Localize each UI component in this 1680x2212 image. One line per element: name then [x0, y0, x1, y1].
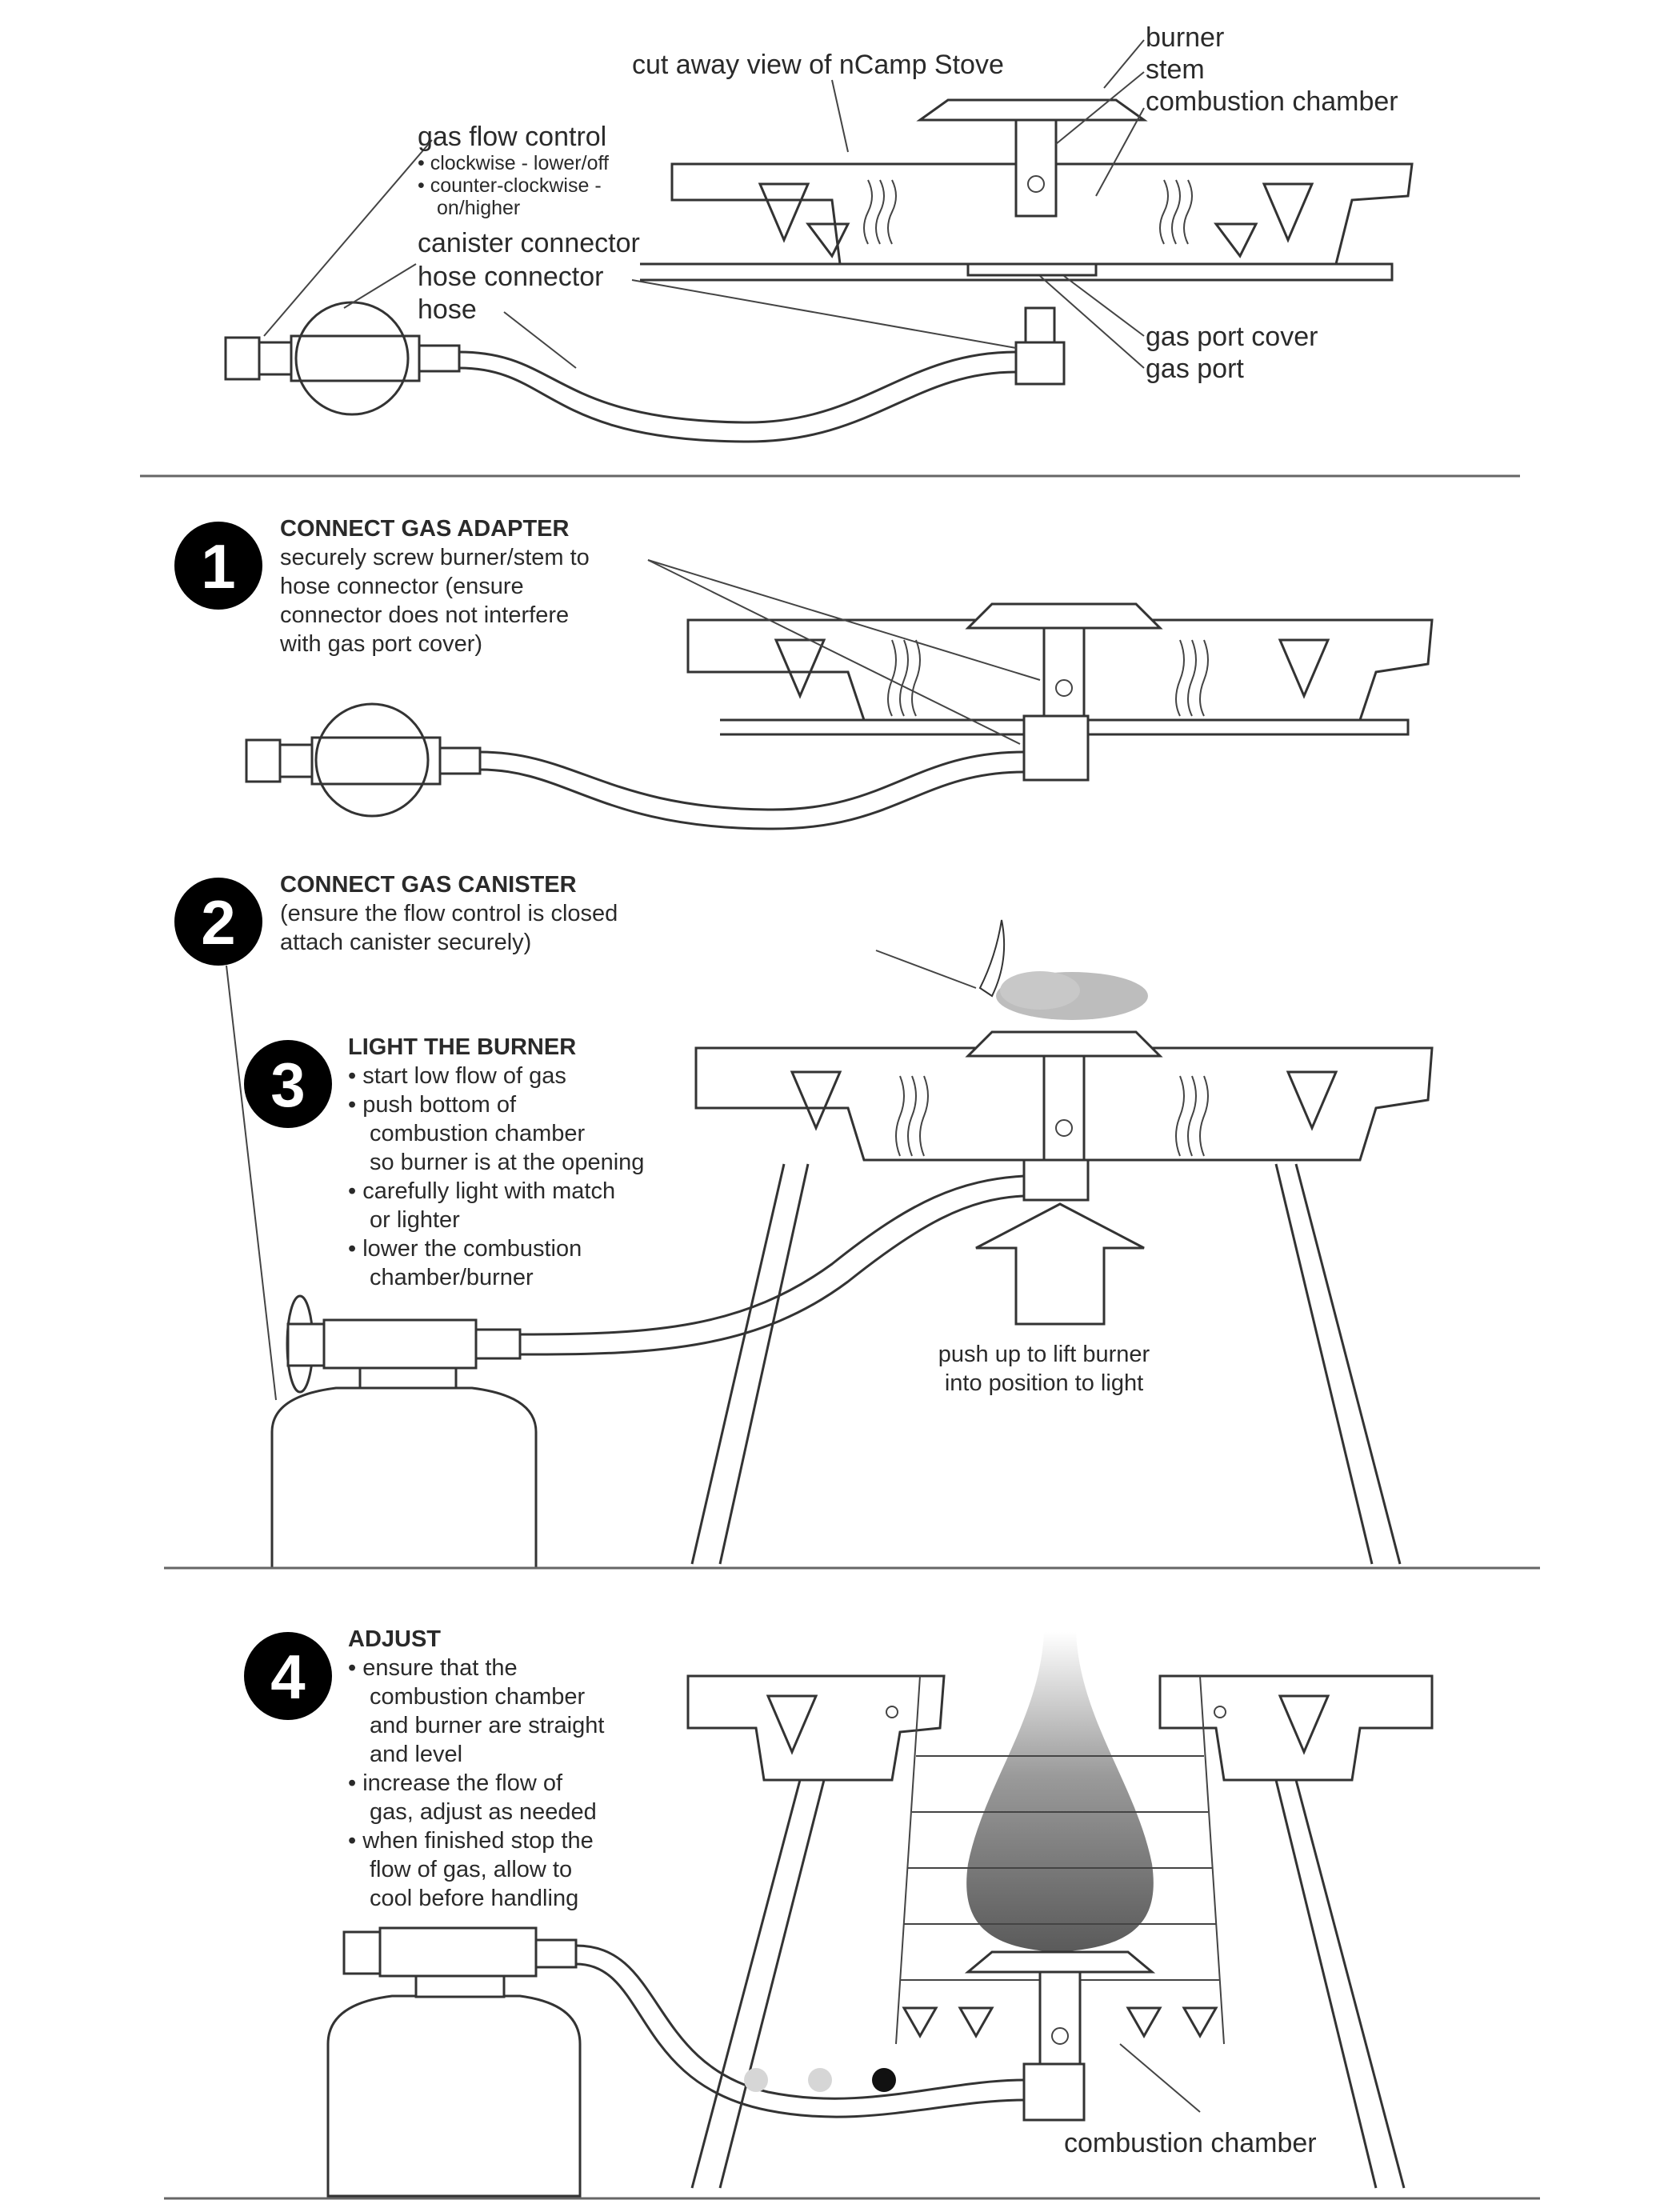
gas-canister: [270, 1386, 538, 1570]
step-4-line-7: • when finished stop the: [348, 1828, 594, 1854]
step-4-number: 4: [270, 1642, 305, 1712]
step-3-line-3: combustion chamber: [370, 1121, 586, 1146]
step-4-line-6: gas, adjust as needed: [370, 1799, 597, 1825]
step-4-line-8: flow of gas, allow to: [370, 1857, 572, 1882]
step-4-callout: combustion chamber: [1064, 2128, 1317, 2158]
cutaway-caption: cut away view of nCamp Stove: [632, 50, 1004, 80]
label-gas-port-cover: gas port cover: [1146, 322, 1318, 352]
step-3-badge: [244, 1040, 332, 1128]
label-stem: stem: [1146, 54, 1205, 85]
step-4-line-4: and level: [370, 1742, 462, 1767]
step-3-line-6: or lighter: [370, 1207, 460, 1233]
step-1: 1 CONNECT GAS ADAPTER securely screw bur…: [174, 516, 1434, 830]
step-1-line-2: hose connector (ensure: [280, 574, 524, 599]
step-2-badge: [174, 878, 262, 966]
step-1-number: 1: [201, 531, 235, 602]
carousel-dot-2[interactable]: [808, 2068, 832, 2092]
label-hose: hose: [418, 294, 477, 325]
step-3-line-8: chamber/burner: [370, 1265, 534, 1290]
label-gas-port: gas port: [1146, 354, 1244, 384]
label-flow-note-3: on/higher: [437, 197, 520, 219]
step-3: 3 LIGHT THE BURNER • start low flow of g…: [244, 919, 1434, 1570]
step-1-title: CONNECT GAS ADAPTER: [280, 516, 569, 542]
label-hose-connector: hose connector: [418, 262, 604, 292]
step-3-line-7: • lower the combustion: [348, 1236, 582, 1262]
step-3-line-1: • start low flow of gas: [348, 1063, 566, 1089]
step-3-line-2: • push bottom of: [348, 1092, 517, 1118]
step-3-number: 3: [270, 1050, 305, 1120]
step-2-title: CONNECT GAS CANISTER: [280, 872, 577, 898]
step-3-line-4: so burner is at the opening: [370, 1150, 644, 1175]
step-1-badge: [174, 522, 262, 610]
step-1-line-4: with gas port cover): [279, 631, 482, 657]
step-4-line-3: and burner are straight: [370, 1713, 604, 1738]
step-4-badge: [244, 1632, 332, 1720]
step-3-line-5: • carefully light with match: [348, 1178, 615, 1204]
step-2-number: 2: [201, 887, 235, 958]
flame-plume: [966, 1632, 1154, 1952]
step-4-title: ADJUST: [348, 1626, 441, 1652]
step-3-callout-1: push up to lift burner: [938, 1342, 1150, 1367]
label-flow-note-1: • clockwise - lower/off: [418, 152, 609, 174]
match-flame: [978, 919, 1006, 998]
label-gas-flow-control: gas flow control: [418, 122, 606, 152]
step-4: 4 ADJUST • ensure that the combustion ch…: [244, 1626, 1434, 2198]
step-3-title: LIGHT THE BURNER: [348, 1034, 576, 1060]
label-combustion-chamber: combustion chamber: [1146, 86, 1398, 117]
match-stick: [875, 950, 977, 989]
step-3-callout-2: into position to light: [945, 1370, 1143, 1396]
step-4-line-1: • ensure that the: [348, 1655, 518, 1681]
step-2-line-1: (ensure the flow control is closed: [280, 901, 618, 926]
step-4-line-5: • increase the flow of: [348, 1770, 563, 1796]
step-1-line-3: connector does not interfere: [280, 602, 569, 628]
label-burner: burner: [1146, 22, 1224, 53]
cutaway-view: cut away view of nCamp Stove burner stem…: [224, 22, 1414, 443]
carousel-dot-3-active[interactable]: [872, 2068, 896, 2092]
carousel-dots: [744, 2068, 896, 2092]
step-2: 2 CONNECT GAS CANISTER (ensure the flow …: [174, 872, 618, 1401]
step-4-line-2: combustion chamber: [370, 1684, 586, 1710]
step-2-line-2: attach canister securely): [280, 930, 531, 955]
step-4-line-9: cool before handling: [370, 1886, 578, 1911]
push-up-arrow: [975, 1202, 1145, 1326]
carousel-dot-1[interactable]: [744, 2068, 768, 2092]
step-1-line-1: securely screw burner/stem to: [280, 545, 590, 570]
label-flow-note-2: • counter-clockwise -: [418, 174, 602, 197]
label-canister-connector: canister connector: [418, 228, 640, 258]
